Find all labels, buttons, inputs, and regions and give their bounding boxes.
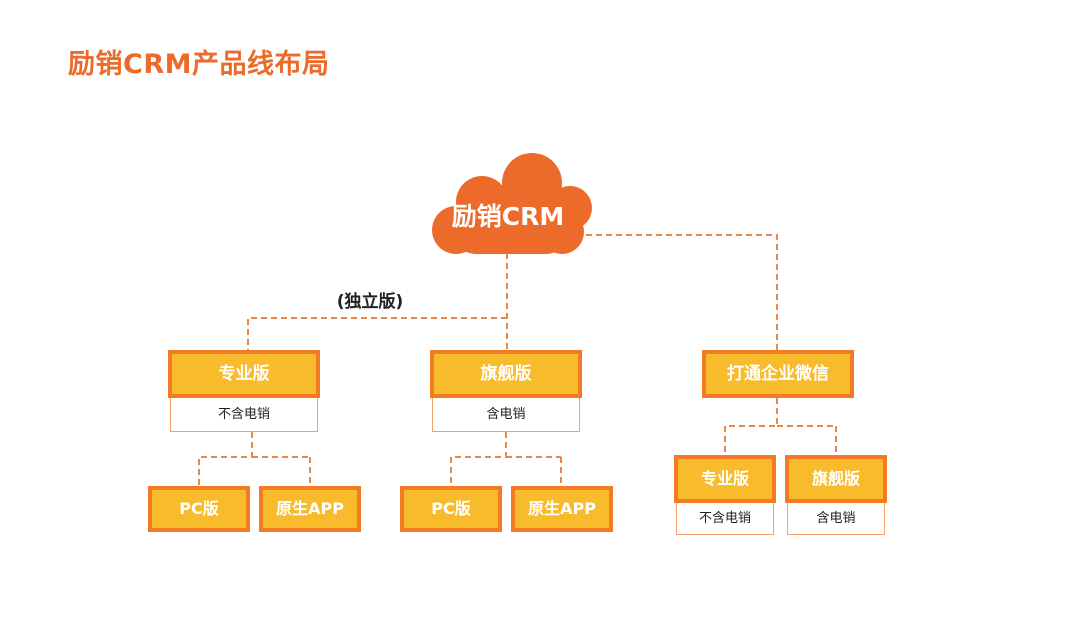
wecom-pro-box: 专业版: [674, 455, 776, 503]
wecom-pro-note: 不含电销: [676, 503, 774, 535]
dashed-connectors: [198, 234, 837, 486]
wecom-flagship-box: 旗舰版: [785, 455, 887, 503]
product-flagship-box: 旗舰版: [430, 350, 582, 398]
product-pro-note: 不含电销: [170, 398, 318, 432]
page-title: 励销CRM产品线布局: [68, 49, 330, 80]
product-wecom-box: 打通企业微信: [702, 350, 854, 398]
pro-app-box: 原生APP: [259, 486, 361, 532]
wecom-flagship-note: 含电销: [787, 503, 885, 535]
product-flagship-note: 含电销: [432, 398, 580, 432]
cloud-icon: [432, 153, 592, 254]
pro-pc-box: PC版: [148, 486, 250, 532]
flagship-app-box: 原生APP: [511, 486, 613, 532]
standalone-edition-label: (独立版): [336, 292, 404, 312]
product-pro-box: 专业版: [168, 350, 320, 398]
flagship-pc-box: PC版: [400, 486, 502, 532]
root-node-label: 励销CRM: [451, 202, 565, 231]
